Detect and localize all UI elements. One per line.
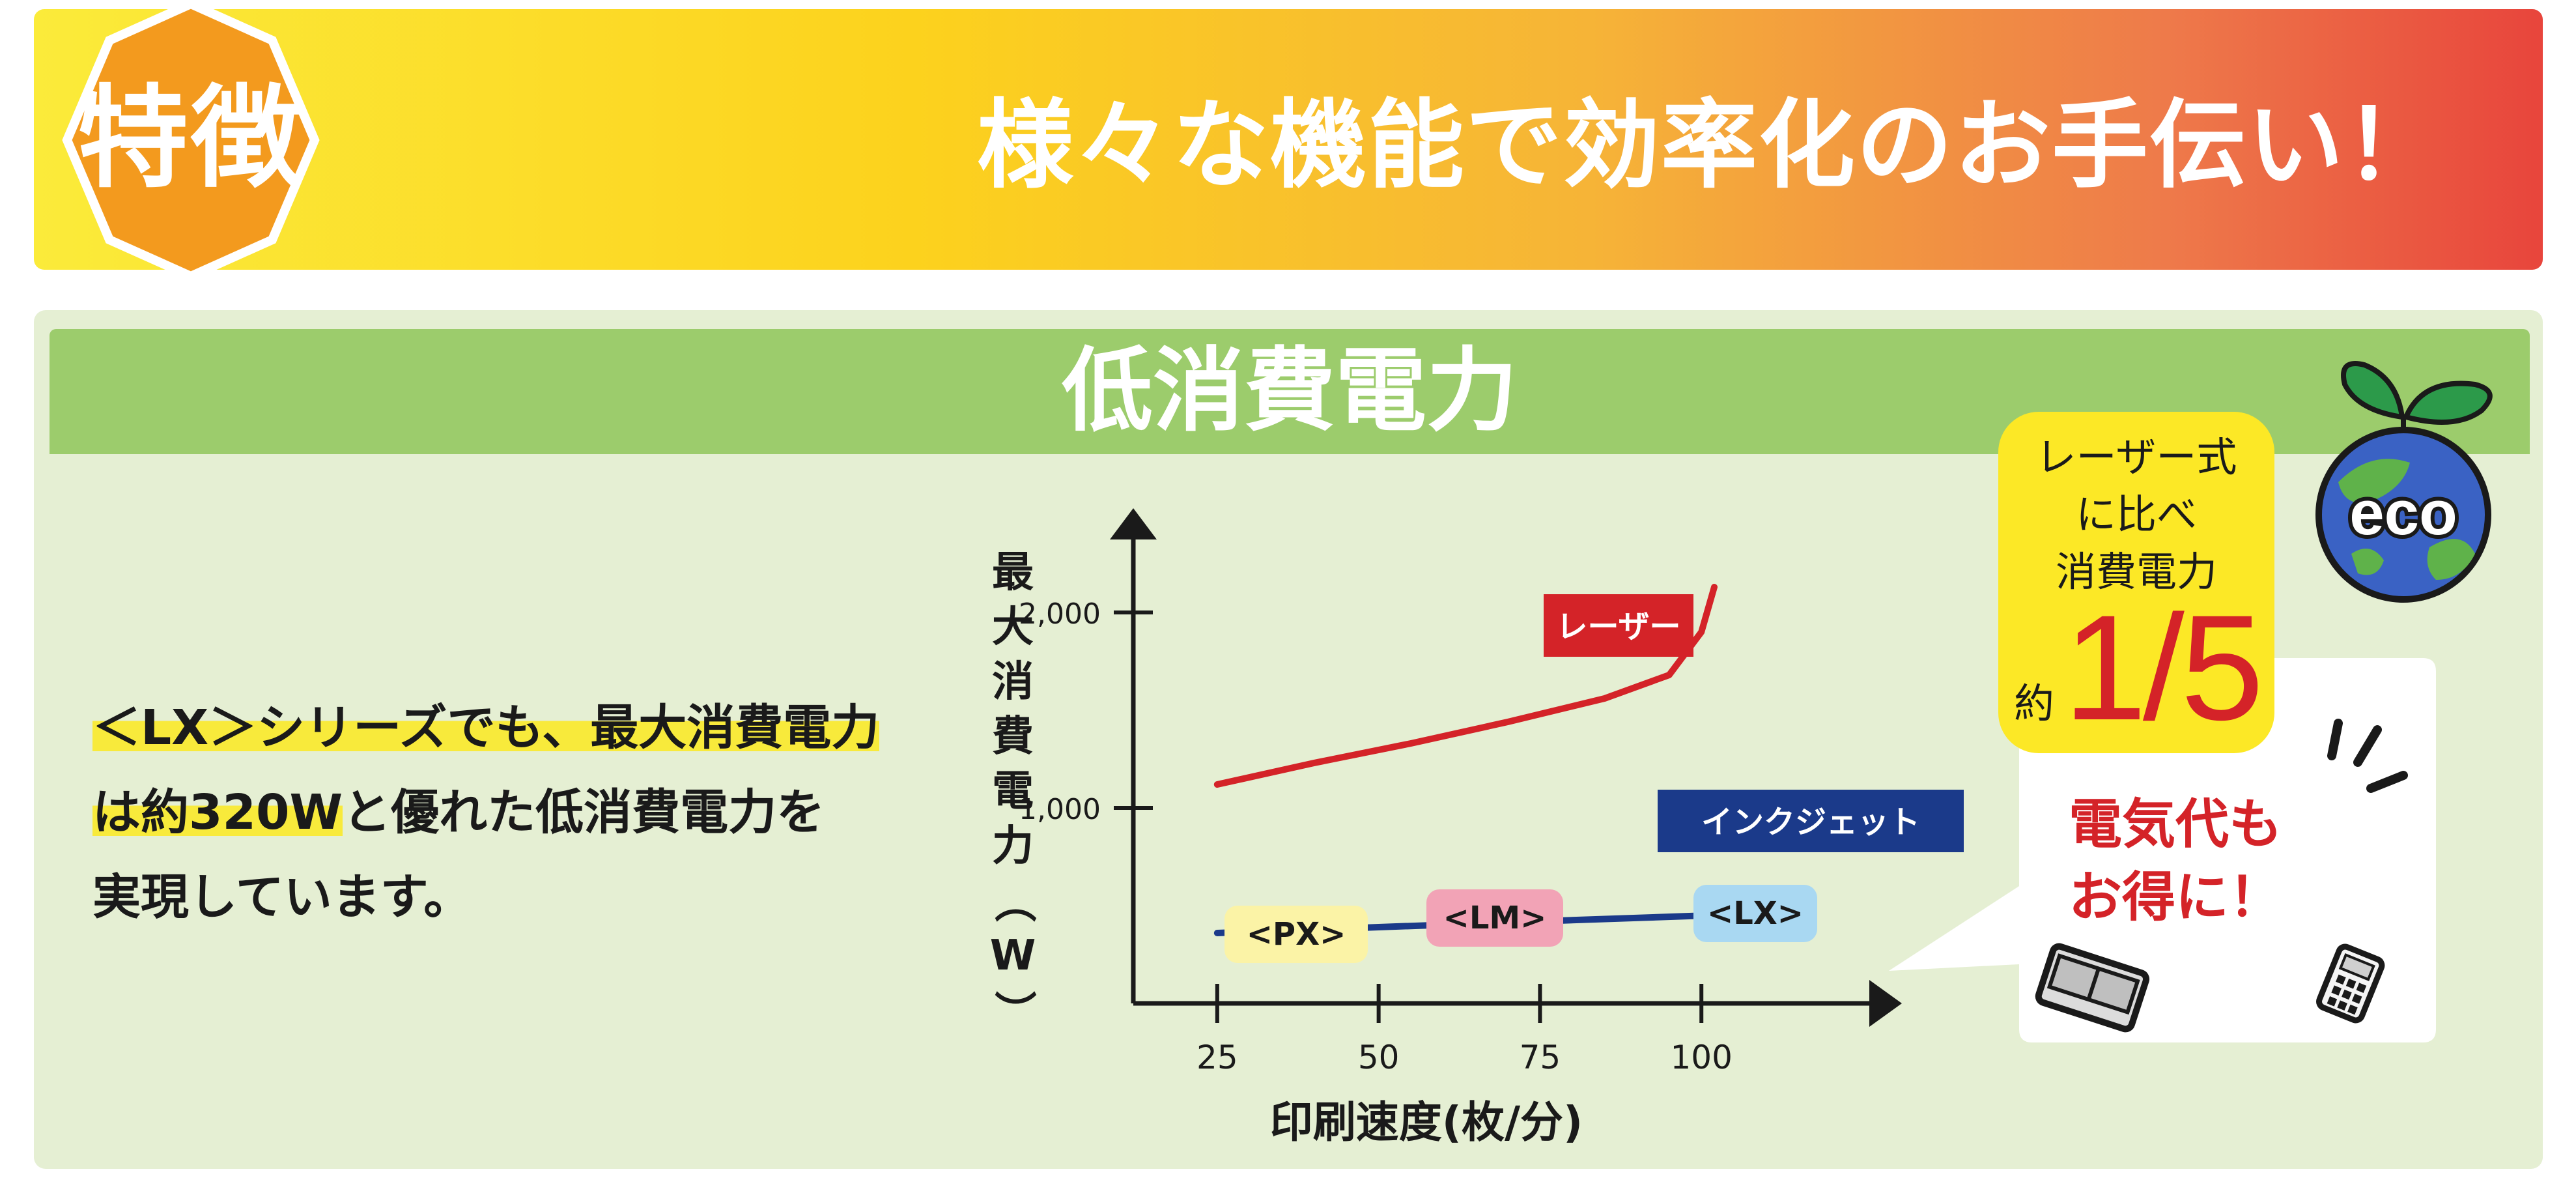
- description-line-1: ＜LX＞シリーズでも、最大消費電力: [92, 695, 880, 760]
- model-label: <PX>: [1247, 916, 1346, 953]
- series-label-inkjet: インクジェット: [1701, 804, 1920, 840]
- y-axis-title-char: 力: [992, 822, 1034, 870]
- y-axis-title-char: 電: [992, 768, 1034, 816]
- x-tick-label: 50: [1358, 1039, 1400, 1076]
- sparkle-lines-icon: [2327, 719, 2408, 793]
- banner-title: 様々な機能で効率化のお手伝い！: [977, 89, 2442, 201]
- series-label-box-inkjet: [1658, 790, 1964, 852]
- feature-badge-icon: [62, 0, 320, 280]
- wallet-icon: [2035, 943, 2150, 1033]
- y-axis-title-char: 大: [992, 603, 1034, 652]
- comparison-badge-line-3: 消費電力: [2055, 548, 2217, 596]
- y-tick-label: 1,000: [1019, 793, 1101, 826]
- callout-line-1: 電気代も: [2068, 794, 2282, 855]
- comparison-ratio: 1/5: [2063, 584, 2264, 751]
- x-tick-label: 100: [1670, 1039, 1732, 1076]
- y-axis-title-char: 消: [992, 658, 1034, 706]
- callout-text: 電気代も お得に！: [2019, 788, 2332, 934]
- y-axis-title-char: W: [990, 932, 1036, 980]
- model-label-box: [1426, 889, 1563, 947]
- y-axis-title-char: （: [989, 881, 1038, 923]
- y-axis-title-char: 費: [992, 713, 1034, 761]
- description-line-2: は約320Wと優れた低消費電力を: [92, 780, 825, 845]
- description-line-1-text: ＜LX＞シリーズでも、最大消費電力: [92, 700, 880, 756]
- model-label-box: [1224, 906, 1368, 963]
- series-line-laser: [1213, 584, 1718, 788]
- x-tick-label: 75: [1520, 1039, 1561, 1076]
- header-banner: [34, 9, 2543, 270]
- comparison-badge-line-1: レーザー式: [2035, 433, 2237, 481]
- callout-line-2: お得に！: [2068, 867, 2282, 928]
- chart-plot: 25 50 75 100 1,000 2,000 印刷速度(枚/分) 最大消費電力 （ W ） レーザ…: [989, 508, 1964, 1147]
- description-line-3: 実現しています。: [92, 869, 472, 925]
- y-tick-label: 2,000: [1019, 597, 1101, 631]
- series-label-box-laser: [1544, 594, 1693, 657]
- x-axis-arrow-icon: [1869, 980, 1902, 1027]
- y-axis-title-char: ）: [989, 990, 1038, 1032]
- y-axis-arrow-icon: [1110, 508, 1157, 539]
- comparison-badge: [1998, 412, 2274, 753]
- series-label-laser: レーザー: [1556, 609, 1680, 645]
- x-axis-title: 印刷速度(枚/分): [1270, 1097, 1583, 1147]
- power-chart: 25 50 75 100 1,000 2,000 印刷速度(枚/分) 最大消費電力 （ W ） レーザ…: [989, 508, 1964, 1147]
- model-label: <LX>: [1707, 895, 1804, 932]
- description-highlight: は約320W: [92, 784, 343, 840]
- feature-badge-label: 特徴: [77, 74, 304, 203]
- comparison-badge-prefix: 約: [2014, 680, 2055, 727]
- description-line-2-rest: と優れた低消費電力を: [343, 784, 825, 840]
- model-label: <LM>: [1443, 900, 1547, 936]
- model-label-box: [1693, 885, 1817, 942]
- x-tick-label: 25: [1196, 1039, 1238, 1076]
- section-title: 低消費電力: [1061, 338, 1518, 444]
- eco-label: eco: [2349, 478, 2457, 548]
- comparison-badge-line-2: に比べ: [2075, 491, 2197, 538]
- calculator-icon: [2316, 943, 2385, 1024]
- y-axis-title-char: 最: [992, 549, 1034, 597]
- callout-bubble: [1889, 658, 2436, 1042]
- eco-globe-icon: eco: [2315, 361, 2493, 603]
